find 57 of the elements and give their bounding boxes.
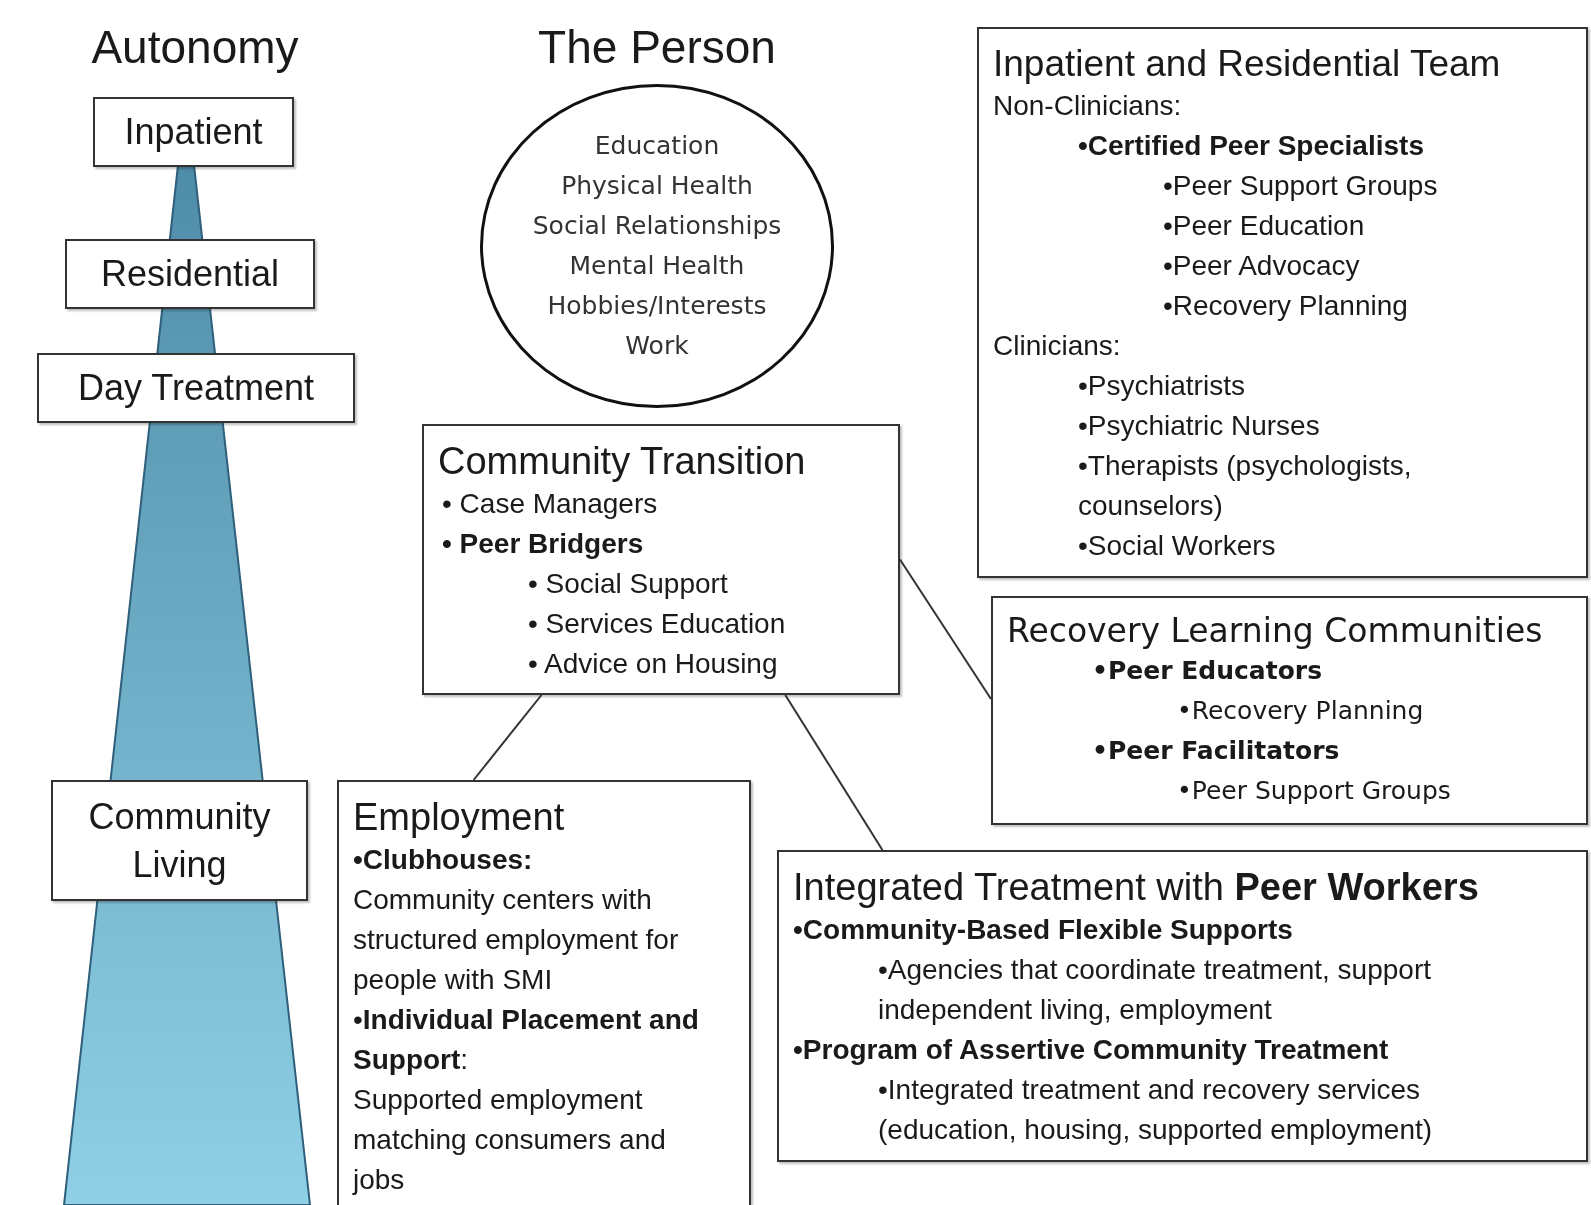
list-item: •Psychiatric Nurses: [1078, 409, 1321, 443]
list-item: Non-Clinicians:: [993, 89, 1183, 123]
list-item: •Peer Education: [1163, 209, 1366, 243]
list-item: •Recovery Planning: [1163, 289, 1409, 323]
level-label: Day Treatment: [76, 366, 316, 410]
list-item: • Social Support: [528, 567, 729, 601]
connector-line: [784, 694, 884, 851]
list-item: Supported employment matching consumers and jobs: [353, 1083, 667, 1197]
list-item: •Peer Support Groups: [1163, 169, 1439, 203]
life-area-text: Hobbies/Interests: [547, 290, 767, 322]
list-item: •Community-Based Flexible Supports: [793, 913, 1294, 947]
list-item: •Peer Educators: [1092, 655, 1324, 687]
list-item: •Peer Facilitators: [1092, 735, 1341, 767]
list-item: • Advice on Housing: [528, 647, 779, 681]
column-heading: Autonomy: [90, 20, 300, 74]
level-box: [93, 97, 294, 167]
list-item: •Individual Placement and Support:: [353, 1003, 700, 1077]
treatment-box: [777, 850, 1588, 1162]
life-area-text: Education: [594, 130, 720, 162]
life-area-text: Social Relationships: [532, 210, 782, 242]
list-item: • Services Education: [528, 607, 787, 641]
communities-box: [991, 596, 1588, 825]
list-item: •Program of Assertive Community Treatment: [793, 1033, 1390, 1067]
list-item: •Psychiatrists: [1078, 369, 1246, 403]
life-area-text: Mental Health: [569, 250, 745, 282]
level-box: [51, 780, 308, 901]
list-item: Community centers with structured employment for people with SMI: [353, 883, 680, 997]
list-item: •Peer Advocacy: [1163, 249, 1361, 283]
connector-line: [472, 694, 543, 781]
box-heading: Inpatient and Residential Team: [993, 42, 1502, 86]
box-heading: Employment: [353, 795, 566, 840]
connector-line: [899, 558, 992, 701]
list-item: Clinicians:: [993, 329, 1122, 363]
list-item: •Agencies that coordinate treatment, support independent living, employment: [878, 953, 1432, 1027]
level-label: Residential: [99, 252, 281, 296]
column-heading: The Person: [537, 20, 777, 74]
level-box: [37, 353, 355, 423]
transition-box: [422, 424, 900, 695]
list-item: •Integrated treatment and recovery services (education, housing, supported employment): [878, 1073, 1434, 1147]
list-item: •Certified Peer Specialists: [1078, 129, 1425, 163]
list-item: • Case Managers: [442, 487, 659, 521]
list-item: •Therapists (psychologists, counselors): [1078, 449, 1413, 523]
box-heading: Community Transition: [438, 439, 807, 484]
list-item: •Peer Support Groups: [1177, 775, 1452, 807]
life-area-text: Physical Health: [561, 170, 753, 202]
team-box: [977, 27, 1588, 578]
list-item: •Recovery Planning: [1177, 695, 1425, 727]
list-item: •Clubhouses:: [353, 843, 534, 877]
list-item: •Social Workers: [1078, 529, 1277, 563]
employment-box: [337, 780, 751, 1205]
list-item: • Peer Bridgers: [442, 527, 645, 561]
box-heading: Integrated Treatment with Peer Workers: [793, 865, 1480, 910]
level-label: Community Living: [87, 794, 272, 887]
box-heading: Recovery Learning Communities: [1007, 610, 1544, 651]
level-box: [65, 239, 315, 309]
life-area-text: Work: [625, 330, 689, 362]
level-label: Inpatient: [123, 110, 264, 154]
